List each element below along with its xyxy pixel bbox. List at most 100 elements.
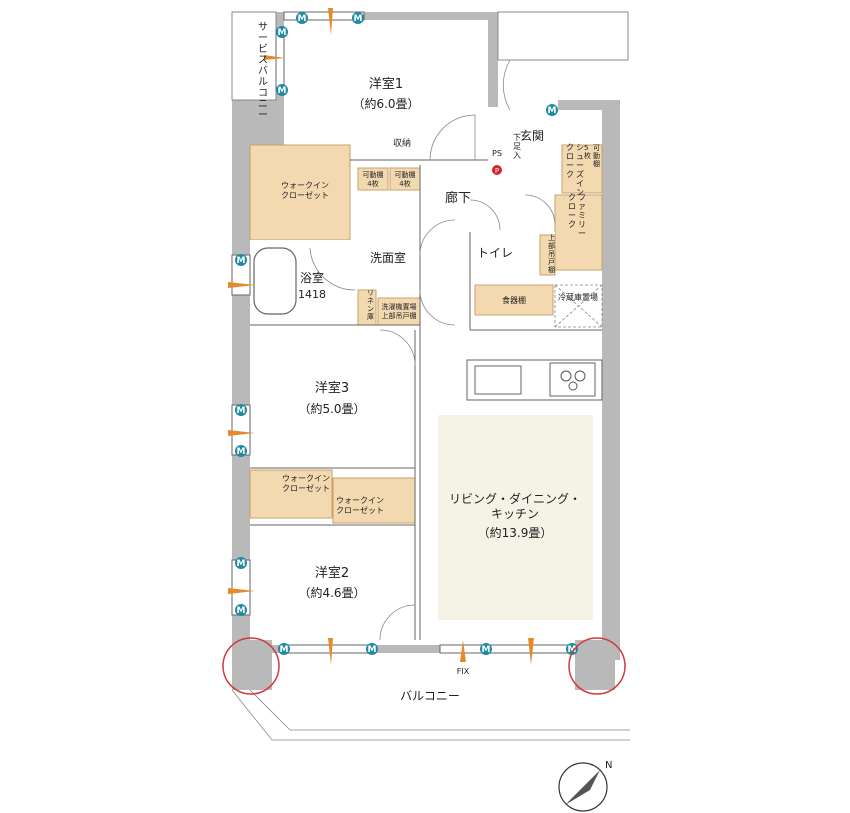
room-western3-size: （約5.0畳） bbox=[298, 401, 365, 416]
walk-in-closet-1-label: ウォークインクローゼット bbox=[281, 181, 329, 200]
walk-in-closet-1 bbox=[249, 144, 351, 241]
ldk-area bbox=[438, 415, 593, 620]
m-marker-icon: M bbox=[352, 12, 364, 24]
m-marker-icon: M bbox=[235, 557, 247, 569]
doors bbox=[309, 59, 556, 641]
m-marker-icon: M bbox=[235, 254, 247, 266]
pillar-highlight bbox=[222, 637, 280, 695]
walk-in-closet-3 bbox=[332, 477, 416, 524]
svg-text:M: M bbox=[548, 106, 557, 116]
svg-text:M: M bbox=[482, 645, 491, 655]
balcony-outline bbox=[249, 689, 630, 731]
m-marker-icon: M bbox=[276, 26, 288, 38]
laundry-area bbox=[377, 297, 421, 326]
partitions bbox=[250, 159, 602, 640]
svg-text:M: M bbox=[237, 606, 246, 616]
p-marker-icon bbox=[492, 165, 502, 175]
laundry-label: 洗濯機置場上部吊戸棚 bbox=[382, 302, 417, 320]
m-marker-icon: M bbox=[278, 643, 290, 655]
m-marker-icon: M bbox=[546, 104, 558, 116]
shoe-in-closet bbox=[561, 144, 603, 194]
fridge-label: 冷蔵庫置場 bbox=[558, 292, 598, 302]
vent-icon bbox=[528, 638, 534, 665]
pillar-highlight bbox=[568, 637, 626, 695]
dish-shelf-label: 食器棚 bbox=[502, 295, 526, 305]
service-balcony-label: サービスバルコニー bbox=[258, 21, 268, 121]
m-marker-icon: M bbox=[235, 604, 247, 616]
room-western2-size: （約4.6畳） bbox=[298, 585, 365, 600]
m-marker-icon: M bbox=[235, 445, 247, 457]
m-marker-icon: M bbox=[566, 643, 578, 655]
walls bbox=[232, 12, 620, 690]
svg-text:M: M bbox=[298, 14, 307, 24]
room-western1-size: （約6.0畳） bbox=[352, 96, 419, 111]
room-western1 bbox=[284, 20, 488, 160]
hallway-label: 廊下 bbox=[445, 190, 471, 206]
room-western3-name: 洋室3 bbox=[315, 380, 349, 396]
room-western2 bbox=[250, 525, 415, 630]
vent-icon bbox=[264, 55, 285, 60]
dish-shelf bbox=[474, 284, 554, 316]
svg-text:M: M bbox=[568, 645, 577, 655]
vent-icon bbox=[328, 8, 333, 35]
family-closet-label: ファミリークローク bbox=[568, 193, 586, 238]
svg-text:M: M bbox=[278, 28, 287, 38]
upper-cabinet bbox=[539, 234, 556, 276]
room-western2-name: 洋室2 bbox=[315, 565, 349, 581]
ps-label: PS bbox=[492, 149, 502, 158]
ldk-size: （約13.9畳） bbox=[478, 525, 553, 540]
svg-text:M: M bbox=[237, 447, 246, 457]
entrance-label: 玄関 bbox=[520, 128, 544, 143]
svg-text:M: M bbox=[237, 406, 246, 416]
vent-icon bbox=[228, 588, 255, 594]
walk-in-closet-2 bbox=[249, 469, 333, 519]
room-western1-name: 洋室1 bbox=[369, 76, 403, 92]
fix-label: FIX bbox=[457, 667, 470, 676]
family-closet bbox=[554, 194, 603, 271]
upper-cabinet-label: 上部吊戸棚 bbox=[548, 233, 555, 274]
svg-text:M: M bbox=[280, 645, 289, 655]
m-marker-icon: M bbox=[366, 643, 378, 655]
movable-shelf-a bbox=[357, 167, 389, 191]
fridge-space bbox=[554, 284, 603, 328]
vent-icon bbox=[328, 638, 333, 665]
svg-text:P: P bbox=[495, 167, 499, 175]
balcony-label: バルコニー bbox=[400, 689, 460, 703]
entrance bbox=[505, 110, 560, 190]
linen-label: リネン庫 bbox=[367, 289, 374, 321]
kitchen-counter bbox=[466, 359, 603, 401]
vent-icon bbox=[228, 282, 255, 288]
m-marker-icon: M bbox=[235, 404, 247, 416]
svg-text:M: M bbox=[354, 14, 363, 24]
shoe-in-closet-label: シューズインクローク bbox=[566, 143, 584, 197]
m-marker-icon: M bbox=[480, 643, 492, 655]
bath-name: 浴室 bbox=[300, 270, 324, 285]
bath-size: 1418 bbox=[298, 288, 326, 301]
storage-label: 収納 bbox=[393, 137, 411, 149]
svg-text:M: M bbox=[237, 256, 246, 266]
room-western3 bbox=[250, 330, 415, 465]
walk-in-closet-2-label: ウォークインクローゼット bbox=[282, 474, 330, 493]
compass-icon bbox=[558, 762, 608, 812]
svg-text:M: M bbox=[237, 559, 246, 569]
north-label: N bbox=[605, 760, 612, 771]
svg-text:M: M bbox=[278, 86, 287, 96]
washroom-label: 洗面室 bbox=[370, 250, 406, 265]
shoe-rack-label: 下足入 bbox=[513, 133, 521, 160]
svg-text:M: M bbox=[368, 645, 377, 655]
hallway bbox=[420, 165, 470, 255]
m-marker-icon: M bbox=[276, 84, 288, 96]
compass: N bbox=[558, 760, 612, 812]
toilet-label: トイレ bbox=[477, 246, 513, 260]
m-marker-icon: M bbox=[296, 12, 308, 24]
vent-marks bbox=[228, 8, 534, 665]
vent-icon bbox=[228, 430, 255, 436]
m-markers: M M M M M M M M M M M M M M bbox=[235, 12, 578, 655]
ldk-name: リビング・ダイニング・キッチン bbox=[449, 491, 581, 521]
vent-icon bbox=[460, 640, 466, 662]
bathtub bbox=[253, 247, 297, 315]
